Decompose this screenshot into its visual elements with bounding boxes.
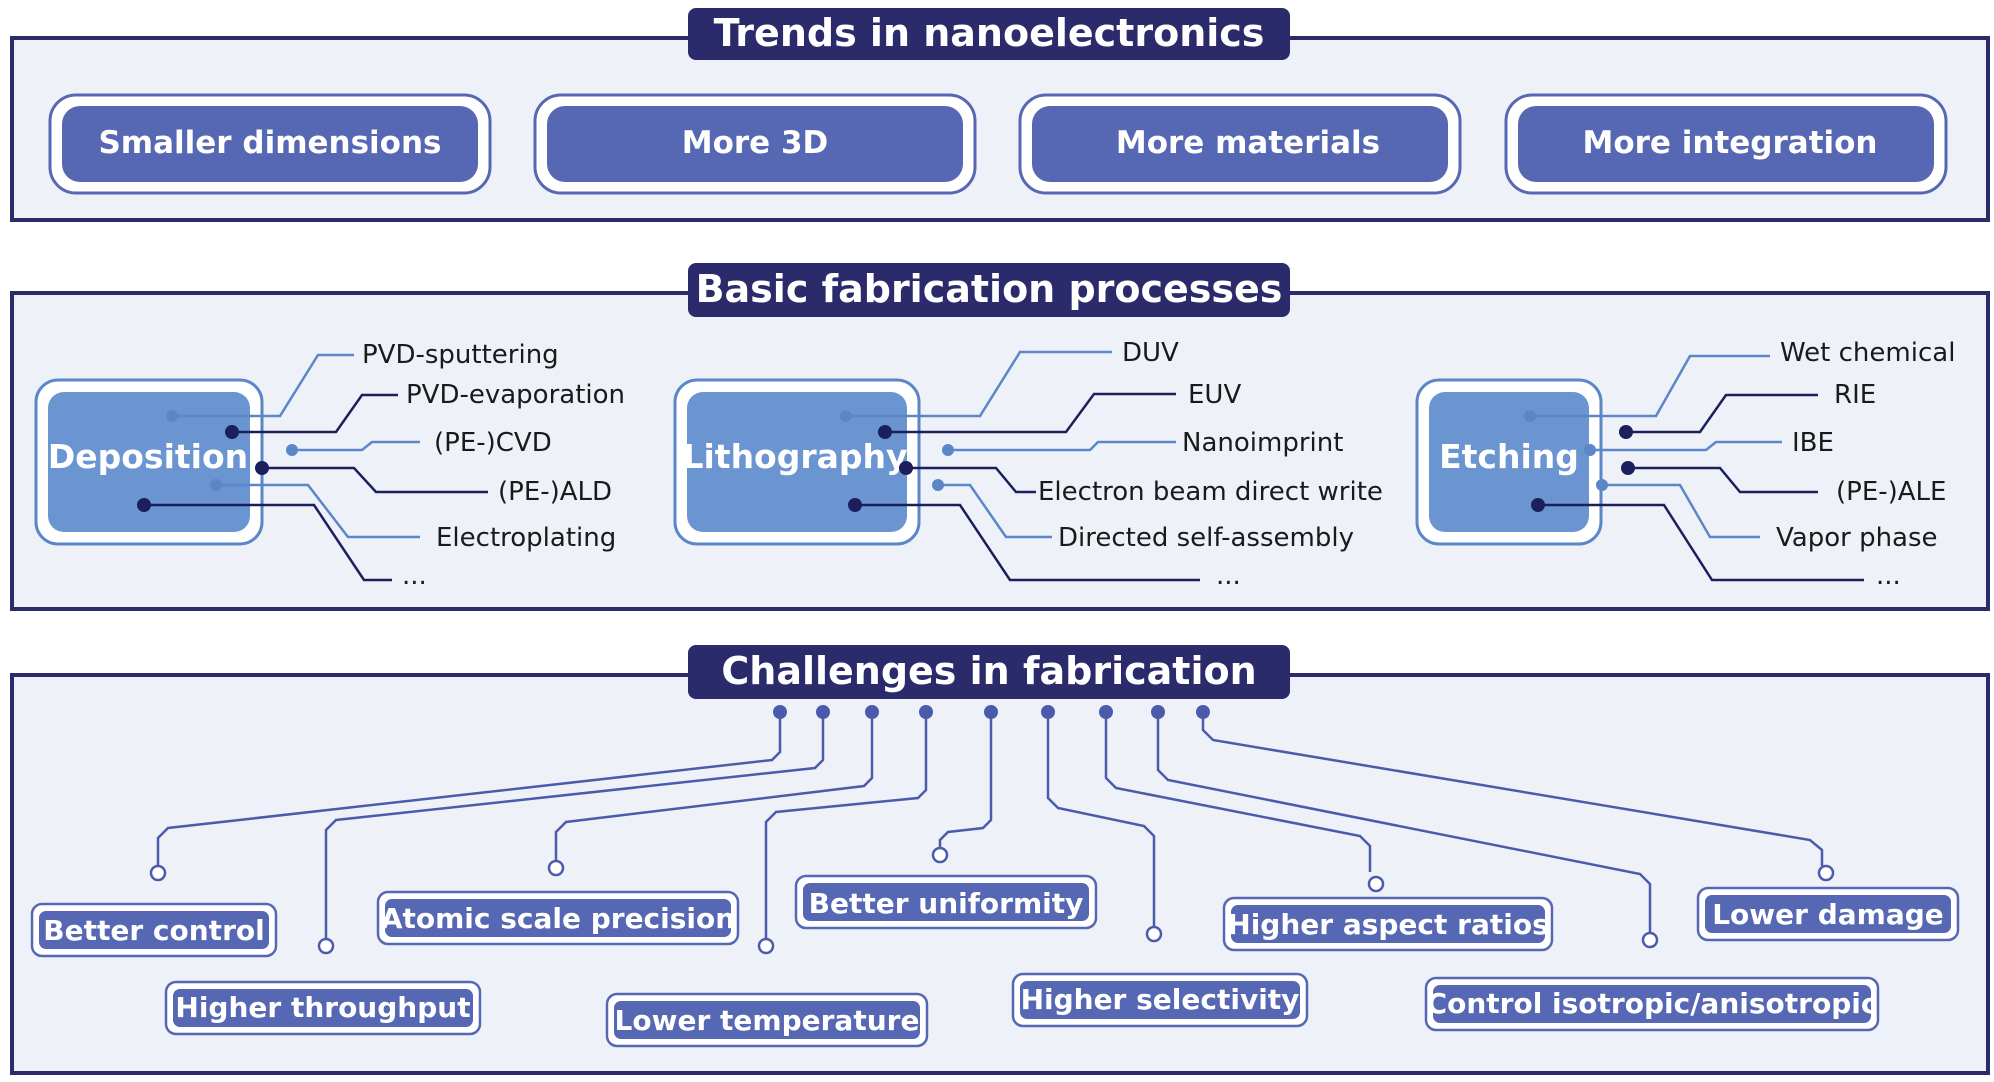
process-label: Deposition [48,437,248,476]
connector-dot [1196,705,1210,719]
trend-smaller-dimensions: Smaller dimensions [48,93,492,195]
connector-dot [1099,705,1113,719]
trends-section: Trends in nanoelectronics Smaller dimens… [10,8,1990,222]
processes-header [688,263,1290,317]
method-label: PVD-sputtering [362,340,559,370]
connector-dot [1619,425,1633,439]
challenge-higher-selectivity: Higher selectivity [1011,972,1309,1028]
connector-dot [1531,498,1545,512]
connector-dot [942,444,954,456]
connector-dot [166,410,178,422]
connector-dot [1596,479,1608,491]
connector-dot [1584,444,1596,456]
connector-dot [899,461,913,475]
connector-dot [984,705,998,719]
challenges-section: Challenges in fabrication [10,645,1990,1075]
connector-dot [773,705,787,719]
connector-dot [1621,461,1635,475]
trends-title: Trends in nanoelectronics [714,11,1265,55]
challenge-label: Atomic scale precision [381,902,735,935]
challenge-label: Lower damage [1712,898,1944,931]
challenge-better-uniformity: Better uniformity [794,874,1098,930]
process-etching: Etching Wet chemical RIE IBE (PE-)ALE Va… [1415,338,1955,591]
challenge-higher-aspect-ratios: Higher aspect ratios [1222,896,1554,952]
method-label: IBE [1792,428,1834,458]
challenge-atomic-scale-precision: Atomic scale precision [376,890,740,946]
challenge-lower-damage: Lower damage [1696,886,1960,942]
connector-ring [547,859,565,877]
challenge-label: Better uniformity [809,887,1084,920]
method-label: Electron beam direct write [1038,477,1383,507]
challenge-better-control: Better control [30,902,278,958]
connector-ring [1641,931,1659,949]
method-label: Wet chemical [1780,338,1955,368]
challenge-label: Higher throughput [175,991,470,1024]
challenges-header [688,645,1290,699]
method-label: Electroplating [436,523,616,553]
connector-dot [225,425,239,439]
connector-dot [878,425,892,439]
method-label: ... [1216,561,1241,591]
trend-more-3d: More 3D [533,93,977,195]
connector-ring [757,937,775,955]
challenge-higher-throughput: Higher throughput [164,980,482,1036]
processes-section: Basic fabrication processes Deposition P… [10,263,1990,611]
method-label: (PE-)ALD [498,477,612,507]
process-lithography: Lithography DUV EUV Nanoimprint Electron… [673,338,1383,591]
connector-dot [1524,410,1536,422]
connector-dot [210,479,222,491]
trend-label: Smaller dimensions [98,125,441,161]
process-label: Lithography [682,437,907,476]
connector-ring [317,937,335,955]
challenge-label: Control isotropic/anisotropic [1427,987,1878,1020]
method-label: Directed self-assembly [1058,523,1354,553]
challenge-label: Higher aspect ratios [1227,908,1548,941]
method-label: DUV [1122,338,1179,368]
method-label: ... [1876,561,1901,591]
challenge-label: Lower temperature [615,1004,920,1037]
method-label: ... [402,561,427,591]
connector-ring [931,846,949,864]
process-label: Etching [1439,437,1579,476]
method-label: (PE-)CVD [434,428,552,458]
connector-ring [149,864,167,882]
challenges-title: Challenges in fabrication [721,649,1256,693]
process-deposition: Deposition PVD-sputtering PVD-evaporatio… [34,340,625,591]
connector-ring [1817,864,1835,882]
connector-dot [1151,705,1165,719]
trend-label: More 3D [682,125,829,161]
trend-label: More materials [1116,125,1380,161]
connector-dot [932,479,944,491]
processes-title: Basic fabrication processes [696,267,1283,311]
connector-dot [840,410,852,422]
trend-label: More integration [1583,125,1878,161]
connector-dot [137,498,151,512]
connector-dot [255,461,269,475]
connector-dot [919,705,933,719]
trends-header [688,8,1290,60]
method-label: (PE-)ALE [1836,477,1946,507]
trend-more-materials: More materials [1018,93,1462,195]
method-label: EUV [1188,380,1241,410]
method-label: RIE [1834,380,1876,410]
connector-dot [816,705,830,719]
method-label: Nanoimprint [1182,428,1343,458]
method-label: Vapor phase [1776,523,1938,553]
challenge-lower-temperature: Lower temperature [605,992,929,1048]
connector-dot [865,705,879,719]
challenge-label: Higher selectivity [1021,983,1300,1016]
method-label: PVD-evaporation [406,380,625,410]
challenge-control-isotropic-anisotropic: Control isotropic/anisotropic [1424,976,1880,1032]
connector-ring [1145,925,1163,943]
connector-dot [1041,705,1055,719]
connector-dot [848,498,862,512]
connector-dot [286,444,298,456]
trend-more-integration: More integration [1504,93,1948,195]
connector-ring [1367,875,1385,893]
challenge-label: Better control [43,914,264,947]
